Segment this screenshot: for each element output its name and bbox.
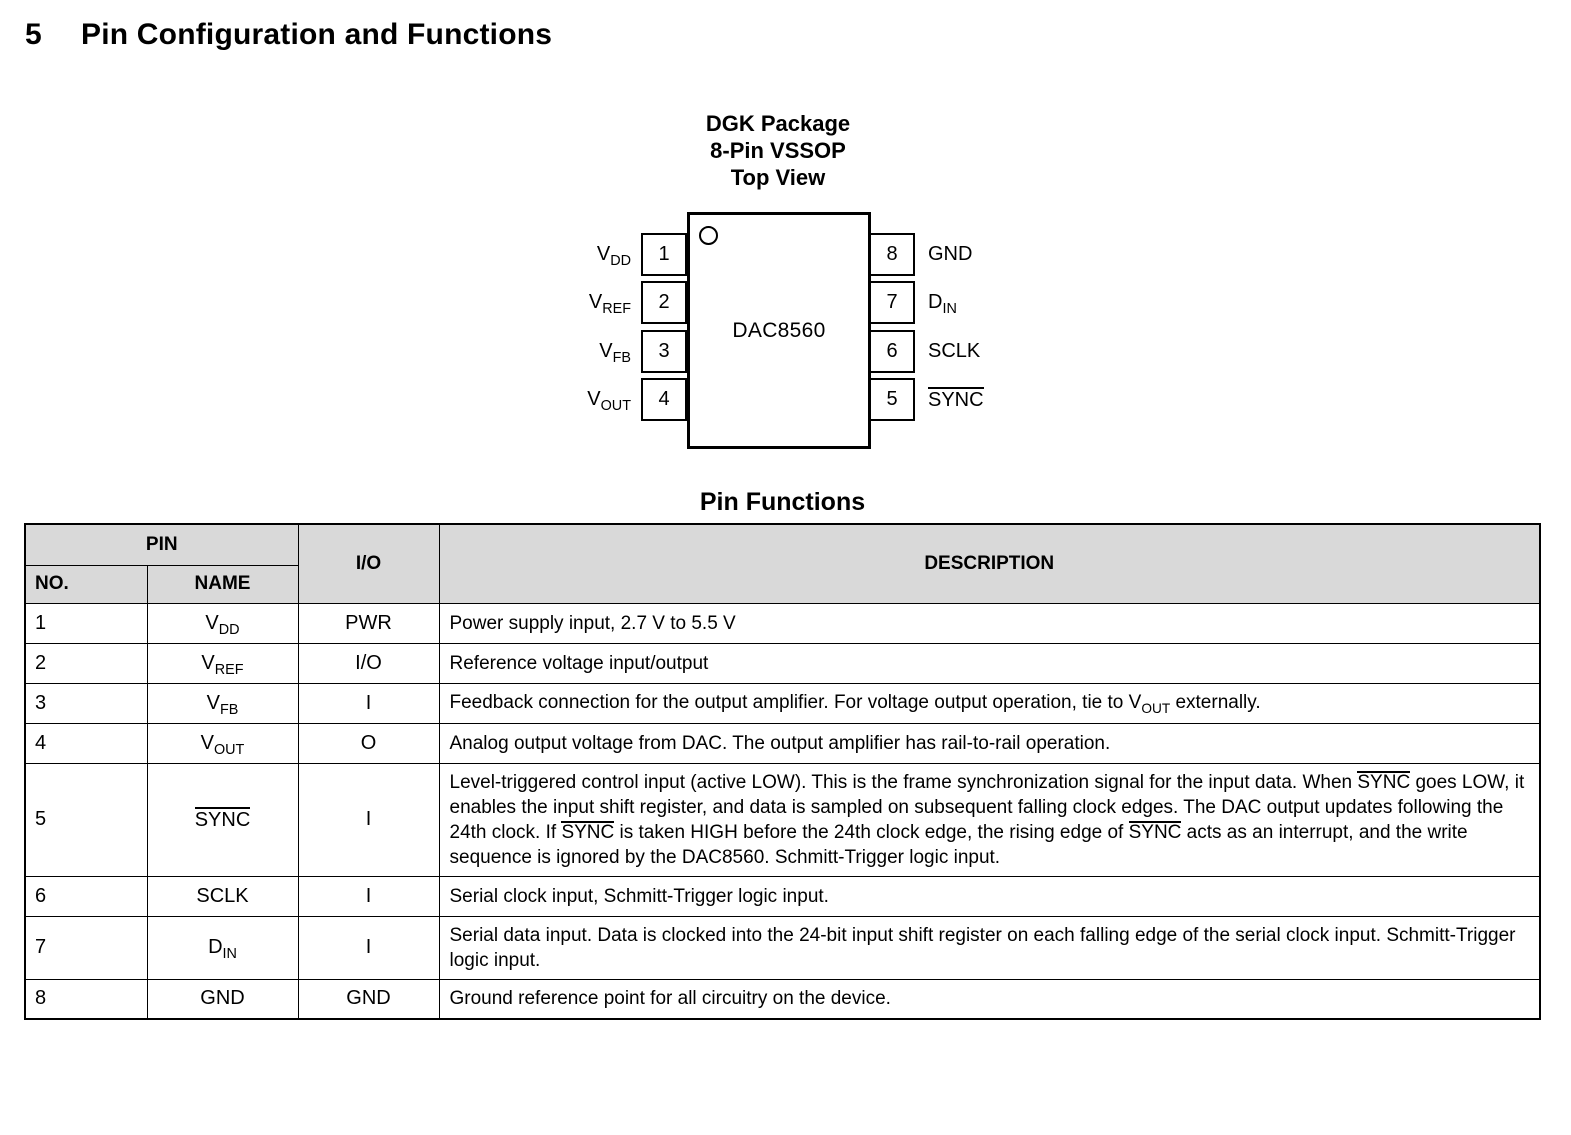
pin-no-cell: 3: [24, 682, 148, 724]
pin-description-cell: Reference voltage input/output: [438, 642, 1541, 684]
header-io: I/O: [297, 523, 440, 604]
pin-name-cell: VFB: [146, 682, 299, 724]
subscript-text: REF: [214, 661, 244, 678]
pin-number-box: 8: [869, 233, 915, 276]
pin-number-box: 7: [869, 281, 915, 324]
pin-io-cell: PWR: [297, 602, 440, 644]
subscript-text: OUT: [213, 741, 245, 758]
pin-label: VDD: [596, 243, 631, 269]
pin-no-cell: 5: [24, 762, 148, 877]
pin-name-cell: DIN: [146, 915, 299, 980]
pin-name-cell: GND: [146, 978, 299, 1020]
pin-label: SCLK: [928, 340, 981, 362]
pin-row-left: VFB 3: [430, 330, 687, 373]
subscript-text: FB: [612, 350, 631, 366]
pin-name-cell: VDD: [146, 602, 299, 644]
pin-number-box: 5: [869, 378, 915, 421]
pin-number-box: 1: [641, 233, 687, 276]
overline-text: SYNC: [928, 387, 984, 411]
pin-io-cell: I: [297, 762, 440, 877]
pin-name-cell: VOUT: [146, 722, 299, 764]
pin-description-cell: Serial data input. Data is clocked into …: [438, 915, 1541, 980]
overline-text: SYNC: [1128, 820, 1182, 843]
pin-description-cell: Level-triggered control input (active LO…: [438, 762, 1541, 877]
subscript-text: OUT: [1141, 701, 1171, 716]
pin-label: VREF: [588, 291, 631, 317]
pin-description-cell: Analog output voltage from DAC. The outp…: [438, 722, 1541, 764]
header-no: NO.: [24, 564, 148, 604]
pin-no-cell: 4: [24, 722, 148, 764]
subscript-text: DD: [610, 253, 631, 269]
pin1-indicator-icon: [699, 226, 718, 245]
pin-no-cell: 6: [24, 875, 148, 917]
pin-number-box: 4: [641, 378, 687, 421]
pin-description-cell: Feedback connection for the output ampli…: [438, 682, 1541, 724]
pin-number-box: 3: [641, 330, 687, 373]
section-number: 5: [25, 18, 42, 51]
pin-label: DIN: [928, 291, 957, 317]
pin-name-cell: SYNC: [146, 762, 299, 877]
subscript-text: IN: [942, 301, 957, 317]
subscript-text: IN: [222, 946, 237, 962]
pin-no-cell: 8: [24, 978, 148, 1020]
pin-io-cell: I: [297, 915, 440, 980]
pin-description-cell: Serial clock input, Schmitt-Trigger logi…: [438, 875, 1541, 917]
pin-label: VFB: [599, 340, 631, 366]
header-description: DESCRIPTION: [438, 523, 1541, 604]
package-heading: DGK Package 8-Pin VSSOP Top View: [528, 110, 1028, 191]
subscript-text: DD: [218, 621, 240, 638]
pin-row-right: 5 SYNC: [869, 378, 1169, 421]
pin-io-cell: GND: [297, 978, 440, 1020]
pin-name-cell: VREF: [146, 642, 299, 684]
pin-no-cell: 7: [24, 915, 148, 980]
pin-row-right: 7 DIN: [869, 281, 1169, 324]
pin-io-cell: O: [297, 722, 440, 764]
pin-row-left: VDD 1: [430, 233, 687, 276]
chip-name: DAC8560: [732, 318, 826, 342]
pin-io-cell: I: [297, 682, 440, 724]
pin-label: VOUT: [587, 388, 631, 414]
chip-body: DAC8560: [687, 212, 871, 449]
pin-functions-title: Pin Functions: [699, 488, 866, 516]
pin-label: SYNC: [928, 387, 984, 412]
package-heading-line: 8-Pin VSSOP: [710, 138, 846, 163]
pin-no-cell: 1: [24, 602, 148, 644]
overline-text: SYNC: [1357, 770, 1411, 793]
pin-number-box: 2: [641, 281, 687, 324]
pin-description-cell: Power supply input, 2.7 V to 5.5 V: [438, 602, 1541, 644]
pin-name-cell: SCLK: [146, 875, 299, 917]
overline-text: SYNC: [194, 807, 251, 831]
section-title: Pin Configuration and Functions: [81, 18, 553, 51]
package-diagram: DGK Package 8-Pin VSSOP Top View DAC8560…: [0, 0, 1571, 480]
header-name: NAME: [146, 564, 299, 604]
header-pin: PIN: [24, 523, 299, 566]
pin-io-cell: I: [297, 875, 440, 917]
pin-row-right: 8 GND: [869, 233, 1169, 276]
pin-row-right: 6 SCLK: [869, 330, 1169, 373]
pin-label: GND: [928, 243, 973, 265]
overline-text: SYNC: [561, 820, 615, 843]
package-heading-line: Top View: [730, 165, 826, 190]
pin-number-box: 6: [869, 330, 915, 373]
pin-io-cell: I/O: [297, 642, 440, 684]
pin-description-cell: Ground reference point for all circuitry…: [438, 978, 1541, 1020]
pin-row-left: VOUT 4: [430, 378, 687, 421]
section-heading: 5 Pin Configuration and Functions: [25, 18, 552, 52]
subscript-text: OUT: [600, 398, 631, 414]
subscript-text: FB: [219, 701, 239, 718]
pin-row-left: VREF 2: [430, 281, 687, 324]
package-heading-line: DGK Package: [705, 111, 851, 136]
subscript-text: REF: [602, 301, 631, 317]
pin-no-cell: 2: [24, 642, 148, 684]
